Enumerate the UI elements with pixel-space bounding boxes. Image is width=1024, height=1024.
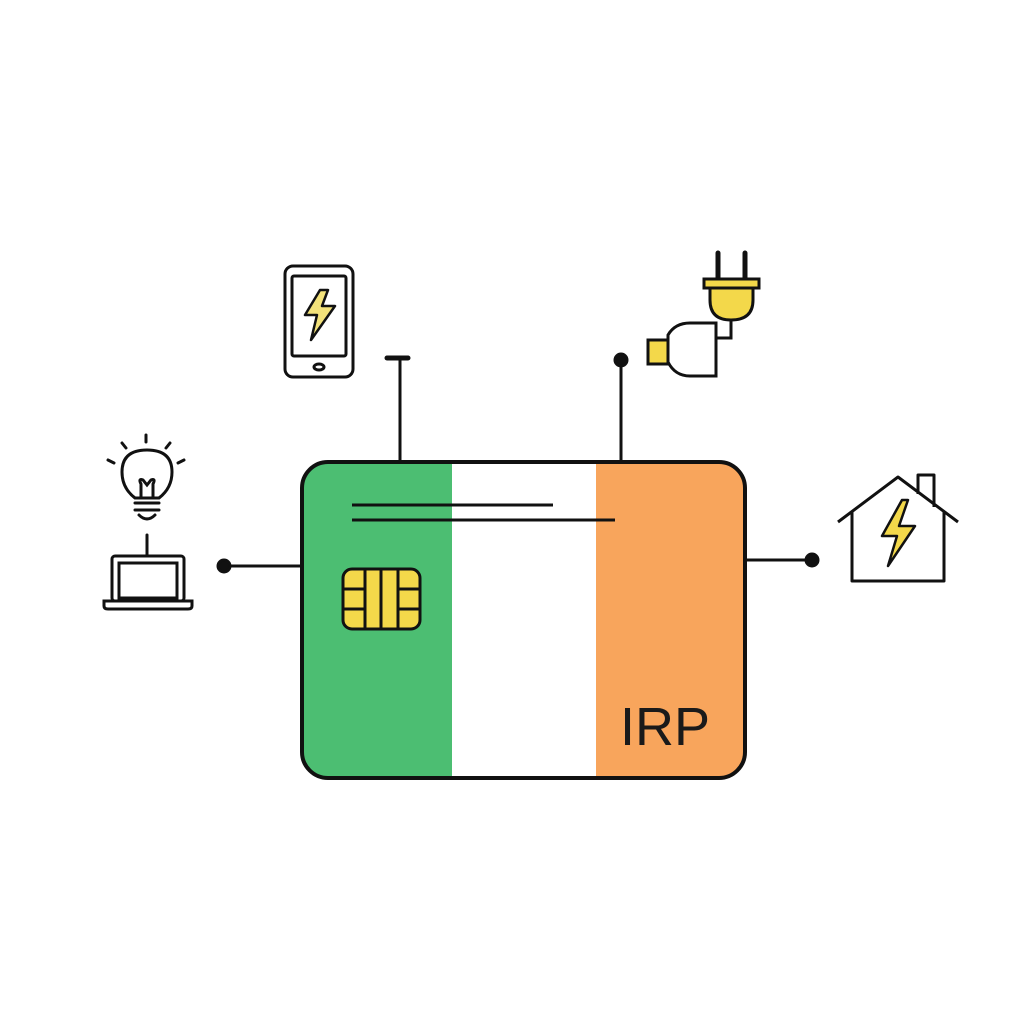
card-white-band (452, 462, 596, 778)
connector-top-right-dot (613, 352, 629, 368)
lightbulb-icon (106, 433, 186, 557)
connector-right-dot (804, 552, 820, 568)
connector-left-dot (216, 558, 232, 574)
plug-adapter-icon (646, 250, 761, 378)
chip-icon (341, 567, 422, 631)
phone-charging-icon (283, 264, 355, 379)
card-label: IRP (620, 697, 710, 757)
connectors (216, 352, 820, 574)
laptop-icon (102, 554, 194, 611)
card-orange-band (596, 462, 745, 778)
irp-card: IRP (300, 460, 747, 780)
card-outline (300, 460, 747, 780)
house-energy-icon (837, 473, 959, 583)
